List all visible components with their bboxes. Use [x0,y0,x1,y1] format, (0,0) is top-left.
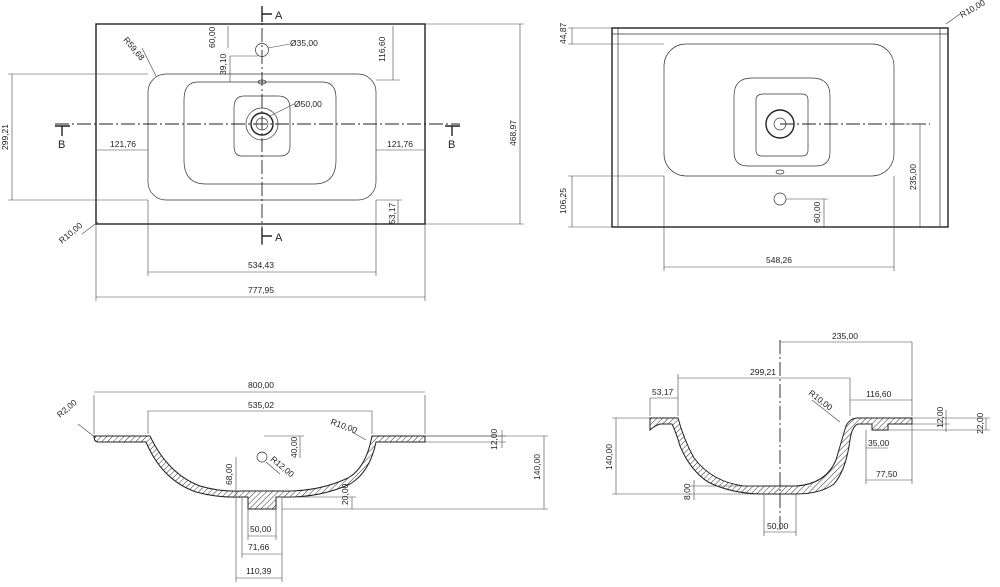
dim-r59: R59,68 [121,35,146,63]
dim-299-b: 299,21 [750,367,776,377]
drain-area [233,95,291,157]
dim-50-a: 50,00 [250,524,272,534]
section-a-bottom-marker [261,228,272,244]
dim-8: 8,00 [682,483,692,500]
dim-39: 39,10 [218,53,228,75]
dim-44: 44,87 [558,22,568,44]
dim-60-right: 60,00 [812,201,822,223]
dim-r2: R2,00 [55,397,79,419]
dim-534: 534,43 [248,260,274,270]
right-top-view: 44,87 R10,00 235,00 106,25 60,00 548,26 [558,0,987,271]
dim-12-a: 12,00 [489,428,499,450]
dim-22: 22,00 [975,412,985,434]
section-b-left-label: B [58,139,65,151]
dim-r10-a: R10,00 [329,416,358,435]
section-b-right-label: B [448,139,455,151]
dim-535: 535,02 [248,400,274,410]
dim-121-right: 121,76 [387,139,413,149]
dim-116-b: 116,60 [866,389,892,399]
dim-468: 468,97 [508,120,518,146]
section-a-profile [93,435,426,510]
right-basin-outline [611,27,949,228]
dim-548: 548,26 [766,255,792,265]
dim-110: 110,39 [246,566,272,576]
dim-777: 777,95 [248,285,274,295]
dim-106: 106,25 [558,188,568,214]
section-a-tap-hole [256,451,268,463]
bowl-outer [147,73,377,201]
dim-40: 40,00 [289,436,299,458]
section-a-view: 800,00 535,02 R2,00 R10,00 40,00 12,00 R… [55,380,548,582]
dim-60a: 60,00 [207,26,217,48]
dim-dia50: Ø50,00 [294,99,322,109]
dim-53-b: 53,17 [652,387,674,397]
dim-68: 68,00 [224,463,234,485]
dim-r10: R10,00 [57,220,85,245]
section-b-profile [649,417,913,495]
right-drain-square [755,93,809,157]
section-b-view: 235,00 299,21 53,17 R10,00 116,60 12,00 … [604,331,990,536]
dim-r10-right: R10,00 [958,0,987,20]
dim-140-b: 140,00 [604,444,614,470]
dim-r10-b: R10,00 [807,388,835,413]
dim-116: 116,60 [377,36,387,62]
dim-140-a: 140,00 [532,454,542,480]
right-overflow [775,169,785,175]
right-bowl-inner [733,77,831,167]
dim-12-b: 12,00 [935,406,945,428]
dim-53: 53,17 [387,202,397,224]
dim-299: 299,21 [0,124,10,150]
dim-235: 235,00 [908,164,918,190]
dim-50-b: 50,00 [767,521,789,531]
dim-dia35: Ø35,00 [290,38,318,48]
section-b-right-marker [445,125,460,136]
right-bowl-outer [663,43,895,177]
dim-20: 20,00 [340,483,350,505]
bowl-inner [183,81,337,185]
dim-77: 77,50 [876,469,898,479]
dim-35: 35,00 [868,438,890,448]
section-b-left-marker [55,125,70,136]
section-a-bottom-label: A [275,232,283,244]
section-a-top-marker [261,6,272,22]
dim-235-b: 235,00 [832,331,858,341]
dim-800: 800,00 [248,380,274,390]
dim-71: 71,66 [248,542,270,552]
section-a-top-label: A [275,10,283,22]
right-tap-hole [773,192,787,206]
top-view: A A B B R59,68 60,00 39,10 Ø35,00 116,60… [0,6,524,301]
dim-121-left: 121,76 [110,139,136,149]
